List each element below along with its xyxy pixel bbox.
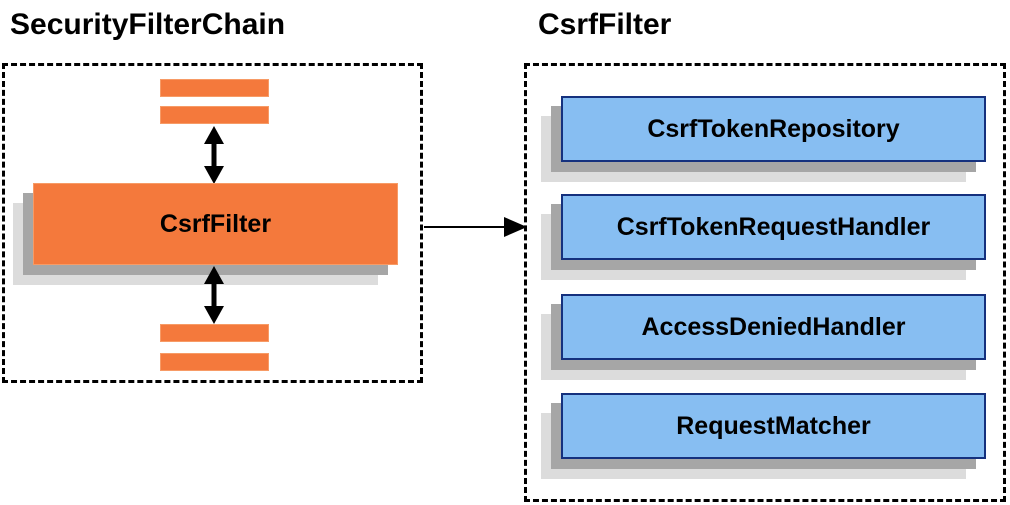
- component-csrf-token-request-handler: CsrfTokenRequestHandler: [541, 194, 986, 280]
- csrf-filter-title: CsrfFilter: [538, 8, 672, 41]
- filter-placeholder-bar-bottom-2: [160, 353, 269, 371]
- bidirectional-arrow-icon-top: [204, 126, 224, 184]
- csrf-filter-components-container: [524, 63, 1006, 502]
- component-request-matcher: RequestMatcher: [541, 393, 986, 479]
- request-matcher-box: RequestMatcher: [561, 393, 986, 459]
- csrf-token-repository-label: CsrfTokenRepository: [647, 114, 900, 143]
- filter-placeholder-bar-top-2: [160, 106, 269, 124]
- csrf-token-request-handler-label: CsrfTokenRequestHandler: [616, 212, 931, 241]
- bidirectional-arrow-icon-bottom: [204, 266, 224, 324]
- csrf-token-request-handler-box: CsrfTokenRequestHandler: [561, 194, 986, 260]
- filter-placeholder-bar-top-1: [160, 79, 269, 97]
- security-filter-chain-title: SecurityFilterChain: [10, 8, 286, 41]
- access-denied-handler-label: AccessDeniedHandler: [641, 312, 906, 341]
- csrf-filter-box-label: CsrfFilter: [159, 209, 272, 238]
- filter-placeholder-bar-bottom-1: [160, 324, 269, 342]
- request-matcher-label: RequestMatcher: [676, 411, 871, 440]
- component-csrf-token-repository: CsrfTokenRepository: [541, 96, 986, 182]
- csrf-token-repository-box: CsrfTokenRepository: [561, 96, 986, 162]
- security-filter-chain-container: [2, 63, 423, 383]
- access-denied-handler-box: AccessDeniedHandler: [561, 294, 986, 360]
- component-access-denied-handler: AccessDeniedHandler: [541, 294, 986, 380]
- flow-arrow-icon: [424, 217, 527, 237]
- csrf-filter-box: CsrfFilter: [33, 183, 398, 265]
